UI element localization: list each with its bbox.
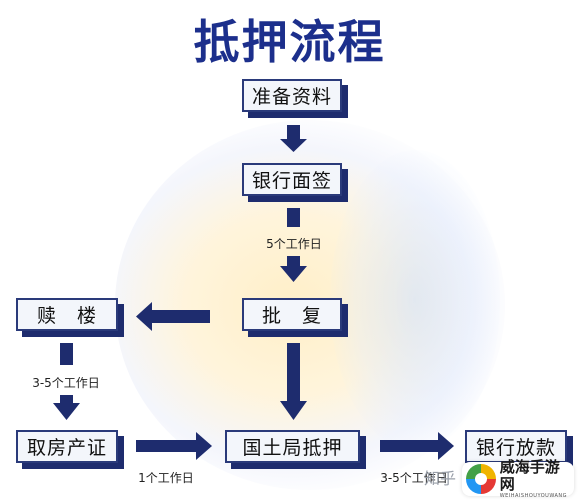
background-glow-blue — [330, 150, 500, 450]
logo-icon — [466, 464, 496, 494]
logo-subtext: WEIHAISHOUYOUWANG — [499, 492, 568, 499]
node-bank-sign: 银行面签 — [242, 163, 342, 196]
arrow-prepare-to-bank-sign — [280, 125, 307, 152]
arrow-cert-to-land — [136, 432, 212, 460]
node-get-cert: 取房产证 — [16, 430, 118, 463]
node-approval: 批 复 — [242, 298, 342, 331]
site-logo: 威海手游网 WEIHAISHOUYOUWANG — [462, 457, 574, 499]
arrow-approval-to-redeem — [136, 302, 210, 331]
label-land-to-release: 3-5个工作日 — [380, 471, 448, 485]
arrow-approval-to-land — [280, 343, 307, 420]
arrow-land-to-release — [380, 432, 454, 460]
node-land-bureau: 国土局抵押 — [225, 430, 360, 463]
label-bank-to-approval: 5个工作日 — [266, 237, 322, 251]
arrow-redeem-to-cert — [53, 343, 80, 420]
arrow-bank-sign-to-approval — [280, 208, 307, 282]
node-redeem: 赎 楼 — [16, 298, 118, 331]
label-cert-to-land: 1个工作日 — [138, 471, 194, 485]
watermark-text: 知乎 — [424, 469, 457, 488]
logo-text: 威海手游网 — [499, 457, 560, 493]
label-redeem-to-cert: 3-5个工作日 — [32, 376, 100, 390]
page-title: 抵押流程 — [193, 15, 386, 69]
node-prepare: 准备资料 — [242, 79, 342, 112]
